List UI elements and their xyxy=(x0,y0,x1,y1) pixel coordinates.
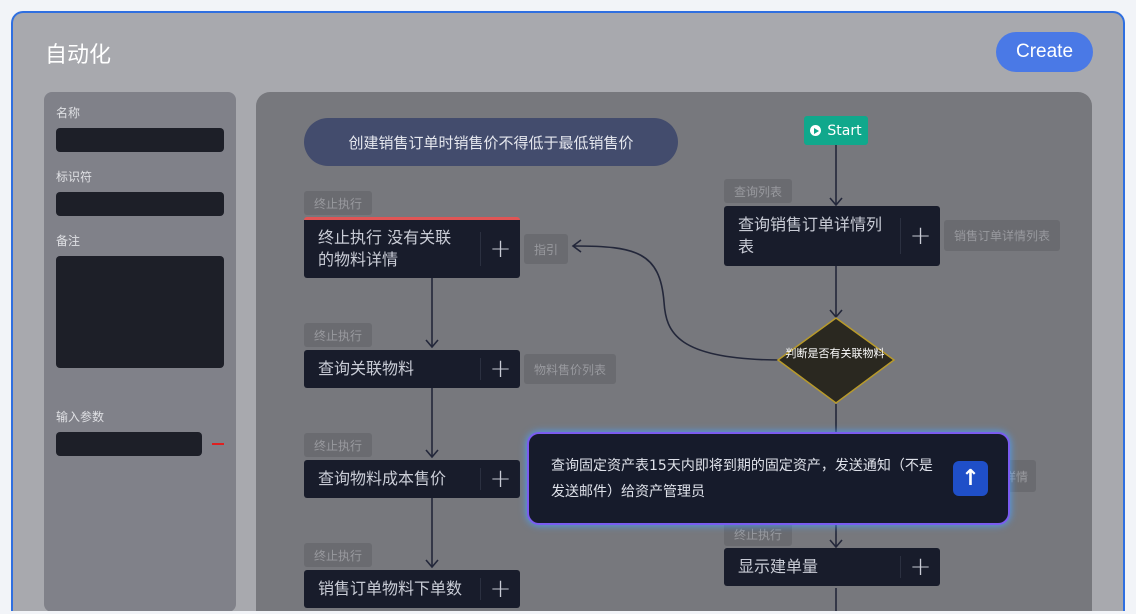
remove-param-button[interactable] xyxy=(212,443,224,445)
start-node[interactable]: Start xyxy=(804,116,868,145)
identifier-input[interactable] xyxy=(56,192,224,216)
plus-icon[interactable]: + xyxy=(480,231,520,267)
create-button[interactable]: Create xyxy=(996,32,1093,72)
node-tag: 终止执行 xyxy=(304,543,373,567)
notes-textarea[interactable] xyxy=(56,256,224,368)
node-label: 查询关联物料 xyxy=(318,359,415,378)
flow-node[interactable]: 销售订单物料下单数 + xyxy=(304,570,520,608)
decision-diamond xyxy=(776,317,896,404)
plus-icon[interactable]: + xyxy=(480,464,520,494)
flow-canvas[interactable]: 判断是否有关联物料 创建销售订单时销售价不得低于最低销售价 Start 终止执行… xyxy=(256,92,1092,611)
side-tag: 销售订单详情列表 xyxy=(944,220,1061,251)
flow-node[interactable]: 查询物料成本售价 + xyxy=(304,460,520,498)
node-tag: 终止执行 xyxy=(724,522,793,546)
decision-label: 判断是否有关联物料 xyxy=(785,347,885,360)
node-label: 销售订单物料下单数 xyxy=(318,579,463,598)
node-tag: 终止执行 xyxy=(304,191,373,215)
start-label: Start xyxy=(827,122,862,139)
node-tag: 终止执行 xyxy=(304,433,373,457)
node-tag: 终止执行 xyxy=(304,323,373,347)
flow-node[interactable]: 查询销售订单详情列表 + xyxy=(724,206,940,266)
prompt-box[interactable]: 查询固定资产表15天内即将到期的固定资产，发送通知（不是发送邮件）给资产管理员 … xyxy=(527,432,1010,525)
flow-description[interactable]: 创建销售订单时销售价不得低于最低销售价 xyxy=(304,118,678,166)
flow-connectors xyxy=(425,145,896,611)
plus-icon[interactable]: + xyxy=(480,354,520,384)
name-label: 名称 xyxy=(56,106,81,120)
play-icon xyxy=(810,125,822,136)
prompt-input[interactable]: 查询固定资产表15天内即将到期的固定资产，发送通知（不是发送邮件）给资产管理员 xyxy=(551,457,933,500)
input-param-field[interactable] xyxy=(56,432,202,456)
properties-panel: 名称 标识符 备注 输入参数 xyxy=(44,92,236,611)
flow-node-stop[interactable]: 终止执行 没有关联的物料详情 + xyxy=(304,217,520,278)
plus-icon[interactable]: + xyxy=(900,552,940,582)
node-label: 显示建单量 xyxy=(738,557,819,576)
side-tag: 指引 xyxy=(524,234,569,264)
page-title: 自动化 xyxy=(45,43,112,68)
notes-label: 备注 xyxy=(56,234,81,248)
input-params-label: 输入参数 xyxy=(56,410,105,424)
node-label: 终止执行 没有关联的物料详情 xyxy=(318,228,452,269)
node-label: 查询销售订单详情列表 xyxy=(738,215,883,256)
node-tag: 查询列表 xyxy=(724,179,793,203)
plus-icon[interactable]: + xyxy=(480,574,520,604)
flow-node[interactable]: 显示建单量 + xyxy=(724,548,940,586)
name-input[interactable] xyxy=(56,128,224,152)
flow-node[interactable]: 查询关联物料 + xyxy=(304,350,520,388)
plus-icon[interactable]: + xyxy=(900,218,940,254)
arrow-up-icon[interactable]: ↑ xyxy=(953,461,988,496)
identifier-label: 标识符 xyxy=(56,170,93,184)
node-label: 查询物料成本售价 xyxy=(318,469,447,488)
side-tag: 物料售价列表 xyxy=(524,354,617,384)
